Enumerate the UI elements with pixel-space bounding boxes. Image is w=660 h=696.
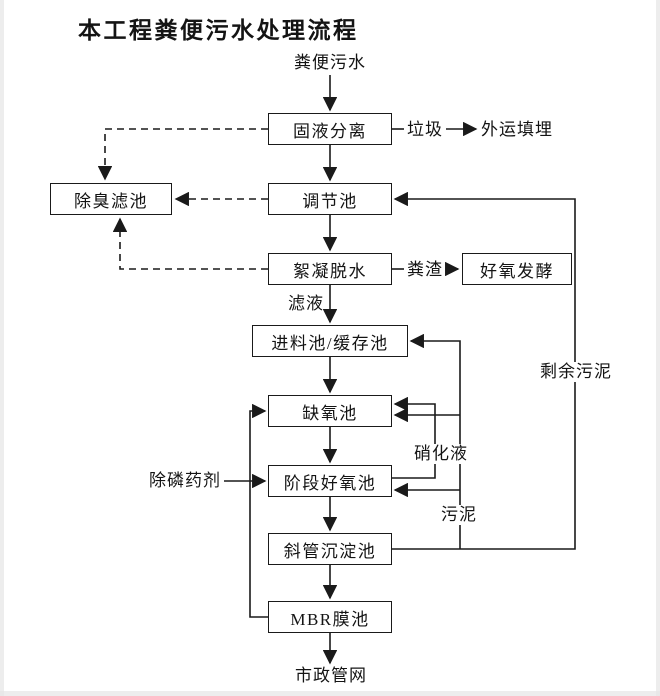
label-municipal-pipe-network: 市政管网 [295,666,367,685]
label-filtrate: 滤液 [288,294,324,313]
node-staged-aerobic-tank: 阶段好氧池 [268,465,392,497]
label-landfill: 外运填埋 [481,120,553,139]
arrow-sludge-to-feed-buffer [409,333,461,549]
label-sludge: 污泥 [439,505,479,525]
scan-edge-bottom [0,691,660,696]
label-nitrified-liquid: 硝化液 [412,444,468,464]
node-inclined-tube-sedimentation-tank: 斜管沉淀池 [268,533,392,565]
arrow-nitrified-recycle-to-anoxic [392,396,436,479]
label-excess-sludge: 剩余污泥 [535,362,617,382]
label-garbage: 垃圾 [407,120,443,139]
node-mbr-membrane-tank: MBR膜池 [268,601,392,633]
node-feed-buffer-tank: 进料池/缓存池 [252,325,408,357]
arrow-mbr-return-to-anoxic [249,403,268,618]
scan-edge-right [656,0,660,696]
node-anoxic-tank: 缺氧池 [268,395,392,427]
node-flocculation-dewatering: 絮凝脱水 [268,253,392,285]
label-influent-sewage: 粪便污水 [294,53,366,72]
label-phosphorus-removal-agent: 除磷药剂 [149,471,221,490]
label-fecal-residue: 粪渣 [407,260,443,279]
page-title: 本工程粪便污水处理流程 [78,18,359,43]
node-regulating-tank: 调节池 [268,183,392,215]
node-aerobic-fermentation: 好氧发酵 [462,253,572,285]
scan-edge-left [0,0,4,696]
dashed-odor-flocculation-to-deodorizer [112,217,268,270]
node-deodorizing-filter: 除臭滤池 [50,183,172,215]
dashed-odor-separation-to-deodorizer [97,128,268,181]
node-solid-liquid-separation: 固液分离 [268,113,392,145]
